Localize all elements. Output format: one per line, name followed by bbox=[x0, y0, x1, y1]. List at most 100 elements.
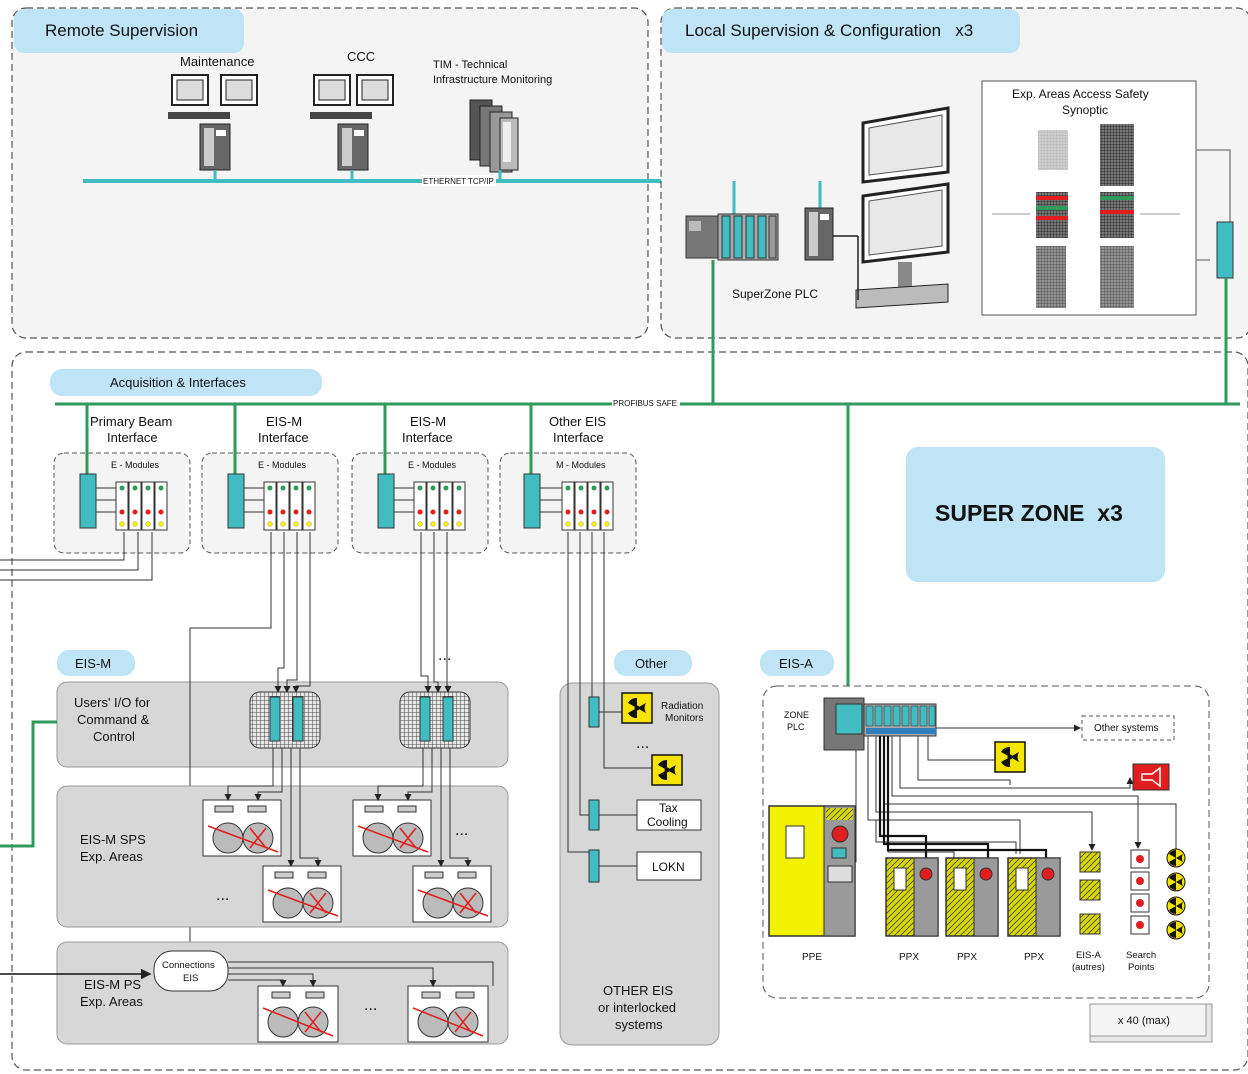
tim-label-line1: TIM - Technical bbox=[433, 59, 507, 71]
interface-row: Primary Beam Interface E - Modules EIS-M… bbox=[53, 404, 637, 554]
local-supervision-pill bbox=[662, 9, 1020, 53]
ppe-door-icon bbox=[768, 805, 856, 937]
ppx-label: PPX bbox=[957, 952, 977, 963]
eism-ps-line1: EIS-M PS bbox=[84, 977, 141, 992]
other-pill bbox=[614, 650, 692, 676]
interface-label-line2: Interface bbox=[553, 430, 604, 445]
eism-sps-line2: Exp. Areas bbox=[80, 849, 143, 864]
other-footer-line3: systems bbox=[615, 1017, 663, 1032]
eism-pill bbox=[57, 650, 135, 676]
lokn-box bbox=[636, 851, 702, 881]
super-zone-box bbox=[906, 447, 1165, 582]
ellipsis: ... bbox=[438, 647, 451, 664]
synoptic-title-line2: Synoptic bbox=[1062, 103, 1108, 117]
interface-module: Primary Beam Interface E - Modules bbox=[53, 404, 191, 554]
modules-label: E - Modules bbox=[111, 460, 160, 470]
interface-module: EIS-M Interface E - Modules bbox=[351, 404, 489, 554]
tax-cooling-line2: Cooling bbox=[647, 815, 688, 829]
modules-label: E - Modules bbox=[408, 460, 457, 470]
zone-plc-line2: PLC bbox=[787, 722, 805, 732]
eisa-pill bbox=[760, 650, 834, 676]
radiation-monitors-line2: Monitors bbox=[665, 713, 703, 724]
radiation-trefoils-icon bbox=[1166, 848, 1186, 940]
synoptic-io-module bbox=[1216, 221, 1234, 279]
ppx-door-icon bbox=[1007, 857, 1061, 937]
users-io-line2: Command & bbox=[77, 712, 150, 727]
other-footer-line2: or interlocked bbox=[598, 1000, 676, 1015]
superzone-plc-label: SuperZone PLC bbox=[732, 287, 818, 301]
eism-sps-line1: EIS-M SPS bbox=[80, 832, 146, 847]
interface-label-line1: EIS-M bbox=[410, 414, 446, 429]
synoptic-title-line1: Exp. Areas Access Safety bbox=[1012, 87, 1149, 101]
radiation-icon bbox=[994, 741, 1026, 773]
local-supervision-panel: Local Supervision & Configuration x3 Sup… bbox=[660, 7, 1248, 339]
interface-label-line2: Interface bbox=[107, 430, 158, 445]
modules-label: M - Modules bbox=[556, 460, 606, 470]
ppx-label: PPX bbox=[1024, 952, 1044, 963]
interface-module: Other EIS Interface M - Modules bbox=[499, 404, 637, 554]
access-door-unit bbox=[202, 799, 282, 857]
super-zone-boundary bbox=[11, 351, 1248, 1071]
other-pill-label: Other bbox=[635, 656, 668, 671]
ellipsis: ... bbox=[455, 822, 468, 839]
search-points-line2: Points bbox=[1128, 962, 1155, 973]
access-door-unit bbox=[407, 985, 489, 1043]
search-points-line1: Search bbox=[1126, 950, 1156, 961]
interface-label-line1: Primary Beam bbox=[90, 414, 172, 429]
ccc-workstation-icon bbox=[310, 74, 394, 171]
distribution-box bbox=[399, 691, 471, 749]
eisa-pill-label: EIS-A bbox=[779, 656, 813, 671]
radiation-icon bbox=[621, 692, 653, 724]
radiation-icon bbox=[651, 754, 683, 786]
profibus-label: PROFIBUS SAFE bbox=[613, 399, 677, 408]
ppx-door-icon bbox=[945, 857, 999, 937]
eism-pill-label: EIS-M bbox=[75, 656, 111, 671]
industrial-pc-icon bbox=[804, 207, 858, 261]
ppx-label: PPX bbox=[899, 952, 919, 963]
modules-label: E - Modules bbox=[258, 460, 307, 470]
acquisition-pill bbox=[50, 369, 322, 396]
users-io-line3: Control bbox=[93, 729, 135, 744]
lokn-label: LOKN bbox=[652, 860, 685, 874]
zone-plc-icon bbox=[823, 697, 937, 751]
eisa-other-units-icon bbox=[1079, 851, 1101, 935]
ellipsis: ... bbox=[364, 997, 377, 1014]
connections-label-line2: EIS bbox=[183, 973, 198, 984]
access-door-unit bbox=[262, 865, 342, 923]
interface-label-line2: Interface bbox=[402, 430, 453, 445]
interface-label-line2: Interface bbox=[258, 430, 309, 445]
synoptic-sheet: Exp. Areas Access Safety Synoptic bbox=[981, 80, 1197, 316]
ethernet-label: ETHERNET TCP/IP bbox=[423, 177, 494, 186]
connections-eis-node bbox=[153, 950, 229, 992]
tax-cooling-line1: Tax bbox=[659, 801, 678, 815]
warning-display-icon bbox=[1132, 763, 1170, 791]
zone-plc-line1: ZONE bbox=[784, 710, 809, 720]
tim-label-line2: Infrastructure Monitoring bbox=[433, 74, 552, 86]
ppx-door-icon bbox=[885, 857, 939, 937]
access-door-unit bbox=[352, 799, 432, 857]
ellipsis: ... bbox=[636, 735, 649, 752]
count-label: x 40 (max) bbox=[1118, 1015, 1170, 1027]
access-door-unit bbox=[257, 985, 339, 1043]
maintenance-label: Maintenance bbox=[180, 54, 254, 69]
remote-supervision-title: Remote Supervision bbox=[45, 21, 198, 40]
local-supervision-title: Local Supervision & Configuration x3 bbox=[685, 21, 973, 40]
other-systems-label: Other systems bbox=[1094, 723, 1158, 734]
distribution-box bbox=[249, 691, 321, 749]
interface-label-line1: Other EIS bbox=[549, 414, 606, 429]
ellipsis: ... bbox=[216, 887, 229, 904]
remote-supervision-panel: Remote Supervision Maintenance CCC TIM -… bbox=[11, 7, 840, 339]
ppe-label: PPE bbox=[802, 952, 822, 963]
tax-cooling-box bbox=[636, 799, 702, 831]
maintenance-workstation-icon bbox=[168, 74, 258, 171]
other-footer-line1: OTHER EIS bbox=[603, 983, 673, 998]
other-systems-box bbox=[1081, 715, 1175, 741]
tim-servers-icon bbox=[469, 99, 519, 173]
access-door-unit bbox=[412, 865, 492, 923]
eisa-other-line1: EIS-A bbox=[1076, 950, 1101, 961]
eism-ps-line2: Exp. Areas bbox=[80, 994, 143, 1009]
users-io-line1: Users' I/O for bbox=[74, 695, 151, 710]
connections-label-line1: Connections bbox=[162, 960, 215, 971]
eisa-other-line2: (autres) bbox=[1072, 962, 1105, 973]
